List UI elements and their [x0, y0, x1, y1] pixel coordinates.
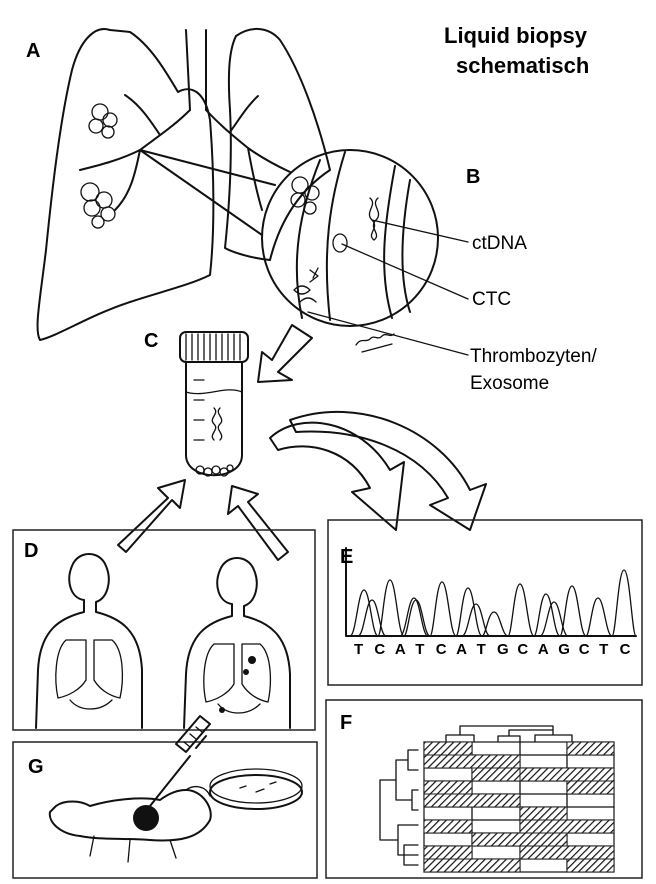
sequence-base: A	[456, 641, 467, 658]
sequence-base: G	[558, 641, 570, 658]
sequence-base: A	[538, 641, 549, 658]
heatmap-dendrogram	[380, 726, 614, 872]
diagram-title-line-2: schematisch	[456, 52, 589, 80]
panel-label-c: C	[144, 330, 158, 353]
arrow-c-to-e-1	[270, 423, 404, 530]
sequence-base: C	[620, 641, 631, 658]
sequencing-chromatogram	[346, 548, 636, 636]
mouse-xenograft	[50, 716, 302, 862]
sequence-base: T	[477, 641, 486, 658]
magnified-vessel	[262, 150, 468, 355]
panel-g-box	[13, 742, 317, 878]
diagram-title-line-1: Liquid biopsy	[444, 22, 587, 50]
sequence-base: A	[395, 641, 406, 658]
arrow-d-left-to-c	[118, 480, 185, 552]
sequence-base: C	[374, 641, 385, 658]
sequence-base: C	[579, 641, 590, 658]
blood-tube	[180, 332, 248, 476]
sequence-base: C	[517, 641, 528, 658]
callout-ctc: CTC	[472, 288, 511, 312]
callout-ctdna: ctDNA	[472, 232, 527, 256]
panel-label-d: D	[24, 540, 38, 563]
arrow-d-right-to-c	[228, 486, 288, 560]
panel-label-f: F	[340, 712, 352, 735]
sequence-base: G	[497, 641, 509, 658]
sequence-base: T	[599, 641, 608, 658]
callout-thrombozyten: Thrombozyten/	[470, 345, 597, 369]
callout-exosome: Exosome	[470, 372, 549, 396]
panel-label-e: E	[340, 546, 353, 569]
arrow-b-to-c	[258, 325, 312, 382]
panel-d-box	[13, 530, 315, 730]
panel-label-a: A	[26, 40, 40, 63]
panel-label-g: G	[28, 756, 44, 779]
arrow-c-to-e-2	[290, 412, 486, 530]
sequence-base: T	[354, 641, 363, 658]
sequence-base: C	[436, 641, 447, 658]
lungs-illustration	[38, 29, 330, 340]
panel-label-b: B	[466, 166, 480, 189]
sequence-base: T	[415, 641, 424, 658]
patient-silhouettes	[36, 554, 290, 728]
